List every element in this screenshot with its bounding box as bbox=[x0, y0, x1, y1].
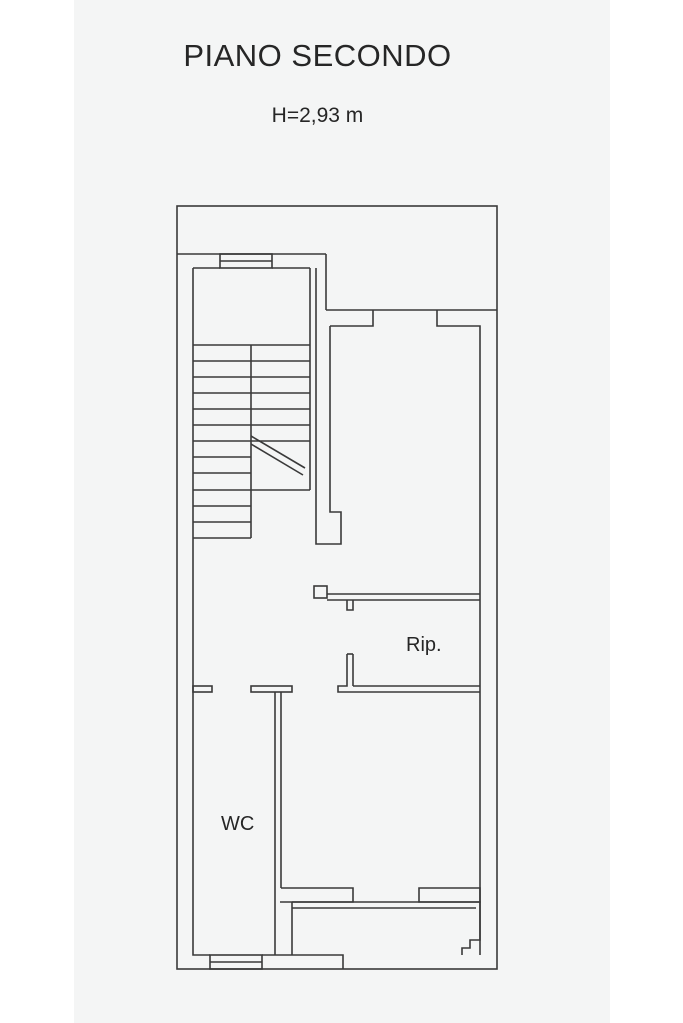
window-jamb-top-left bbox=[330, 310, 374, 327]
ceiling-height-note: H=2,93 m bbox=[271, 104, 364, 127]
room-label-wc: WC bbox=[221, 813, 254, 835]
inner-wall-right bbox=[436, 310, 481, 955]
inner-wall-bottom bbox=[262, 954, 344, 969]
inner-wall-left bbox=[192, 268, 210, 956]
room-label-rip: Rip. bbox=[406, 634, 442, 656]
bottom-closet bbox=[291, 887, 481, 955]
plan-title: PIANO SECONDO bbox=[183, 38, 452, 73]
partition-upper bbox=[313, 585, 480, 611]
partition-lower bbox=[337, 653, 480, 693]
staircase bbox=[193, 268, 342, 545]
scanned-sheet bbox=[74, 0, 610, 1023]
outer-wall-outline bbox=[176, 205, 498, 970]
wc-walls bbox=[192, 685, 354, 955]
